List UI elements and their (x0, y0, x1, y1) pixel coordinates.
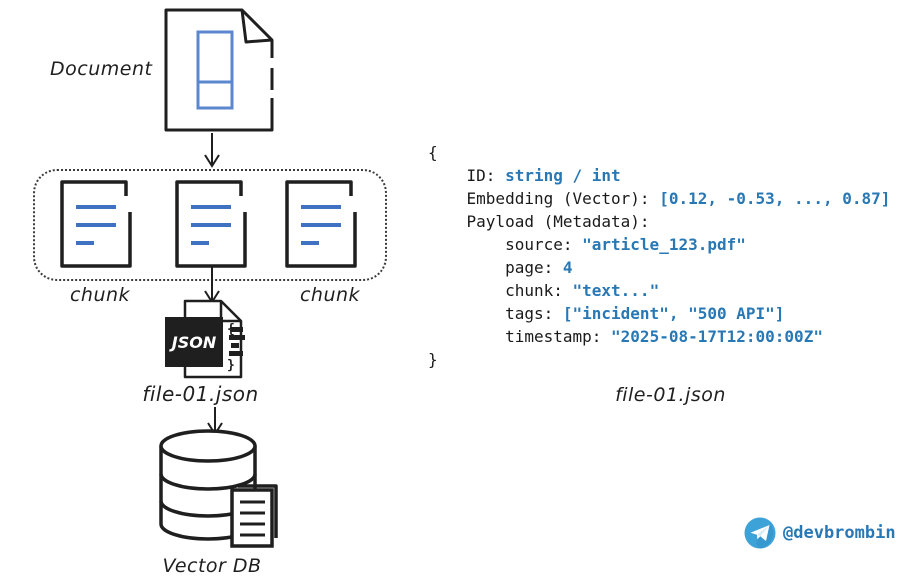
chunks-group-box (33, 169, 387, 281)
code-line: Payload (Metadata): (428, 212, 650, 231)
code-filename-label: file-01.json (615, 384, 726, 406)
json-file-label: file-01.json (142, 382, 259, 406)
chunk-icon (60, 180, 132, 268)
code-line: ID: string / int (428, 166, 621, 185)
code-line: timestamp: "2025-08-17T12:00:00Z" (428, 327, 823, 346)
code-line: Embedding (Vector): [0.12, -0.53, ..., 0… (428, 189, 891, 208)
chunk-label: chunk (69, 284, 131, 306)
arrow-down-icon (204, 133, 220, 168)
code-line: tags: ["incident", "500 API"] (428, 304, 785, 323)
chunk-label: chunk (299, 284, 361, 306)
code-line: } (428, 350, 438, 369)
telegram-badge[interactable]: @devbrombin (744, 517, 896, 549)
chunk-icon (175, 180, 247, 268)
telegram-handle: @devbrombin (783, 523, 896, 543)
document-label: Document (50, 58, 153, 80)
code-line: source: "article_123.pdf" (428, 235, 746, 254)
json-file-icon: JSON { } (165, 299, 245, 379)
code-line: { (428, 143, 438, 162)
code-line: page: 4 (428, 258, 573, 277)
vector-db-label: Vector DB (162, 555, 262, 577)
json-badge-label: JSON (169, 333, 217, 352)
telegram-icon (744, 517, 776, 549)
vector-db-icon (159, 429, 278, 548)
chunk-icon (285, 180, 357, 268)
json-record-code-block: { ID: string / int Embedding (Vector): [… (428, 141, 890, 371)
svg-text:{: { (227, 322, 235, 337)
document-icon (164, 8, 275, 132)
svg-text:}: } (227, 358, 235, 373)
code-line: chunk: "text..." (428, 281, 660, 300)
